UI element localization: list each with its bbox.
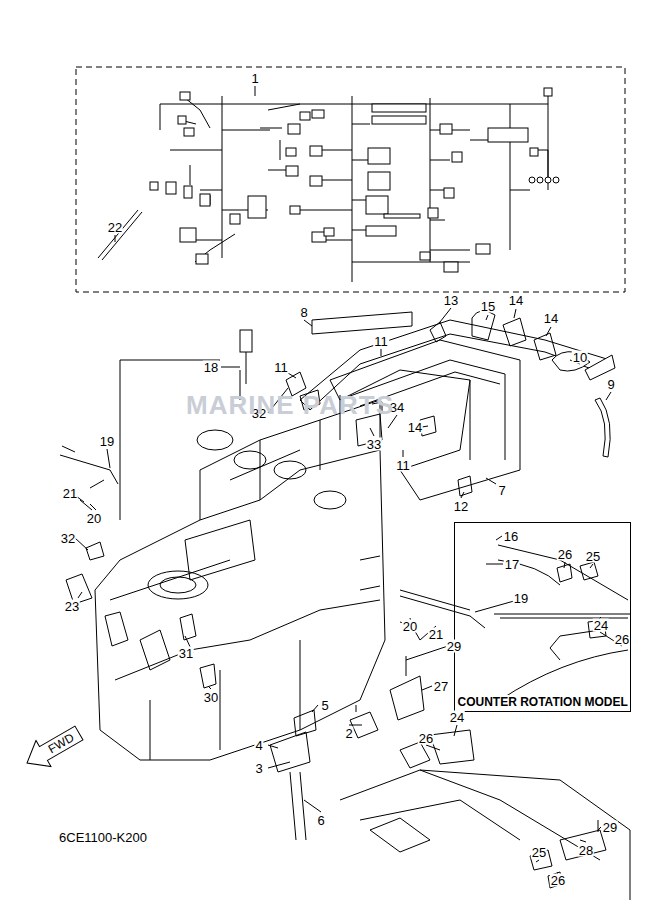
callout-number: 28: [578, 844, 594, 857]
callout-number: 14: [407, 421, 423, 434]
callout-number: 21: [62, 487, 78, 500]
callout-number: 29: [602, 821, 618, 834]
callout-number: 33: [366, 438, 382, 451]
callout-number: 30: [203, 691, 219, 704]
callout-number: 29: [446, 640, 462, 653]
callout-number: 16: [503, 530, 519, 543]
callout-number: 22: [107, 221, 123, 234]
callout-number: 18: [203, 361, 219, 374]
callout-number: 1: [250, 72, 259, 85]
callout-number: 26: [550, 874, 566, 887]
callout-number: 23: [64, 600, 80, 613]
callout-number: 5: [320, 699, 329, 712]
callout-number: 9: [606, 378, 615, 391]
watermark: MARINE PARTS: [185, 392, 395, 418]
callout-number: 19: [99, 435, 115, 448]
callout-number: 14: [508, 294, 524, 307]
callout-number: 10: [572, 351, 588, 364]
callout-number: 26: [418, 732, 434, 745]
callout-number: 25: [531, 846, 547, 859]
direction-arrow: FWD: [18, 719, 88, 778]
callout-number: 15: [480, 300, 496, 313]
callout-number: 14: [543, 312, 559, 325]
callout-number: 32: [60, 532, 76, 545]
callout-number: 11: [273, 361, 289, 374]
callout-number: 21: [428, 628, 444, 641]
callout-number: 7: [497, 484, 506, 497]
callout-number: 17: [504, 558, 520, 571]
callout-number: 6: [316, 814, 325, 827]
callout-number: 4: [254, 739, 263, 752]
callout-number: 20: [402, 620, 418, 633]
callout-number: 26: [614, 633, 630, 646]
callout-number: 3: [254, 762, 263, 775]
callout-number: 11: [373, 335, 389, 348]
callout-number: 13: [443, 294, 459, 307]
drawing-code: 6CE1100-K200: [58, 831, 148, 844]
callout-number: 8: [299, 306, 308, 319]
callout-number: 27: [433, 680, 449, 693]
callout-number: 26: [557, 548, 573, 561]
variant-panel: COUNTER ROTATION MODEL: [454, 522, 631, 712]
callout-number: 25: [585, 550, 601, 563]
callout-number: 24: [593, 619, 609, 632]
callout-number: 31: [178, 647, 194, 660]
callout-number: 12: [453, 500, 469, 513]
panel-title: COUNTER ROTATION MODEL: [458, 695, 628, 709]
callout-number: 24: [449, 711, 465, 724]
callout-number: 19: [513, 592, 529, 605]
callout-number: 20: [86, 512, 102, 525]
callout-number: 11: [395, 459, 411, 472]
callout-number: 2: [344, 727, 353, 740]
